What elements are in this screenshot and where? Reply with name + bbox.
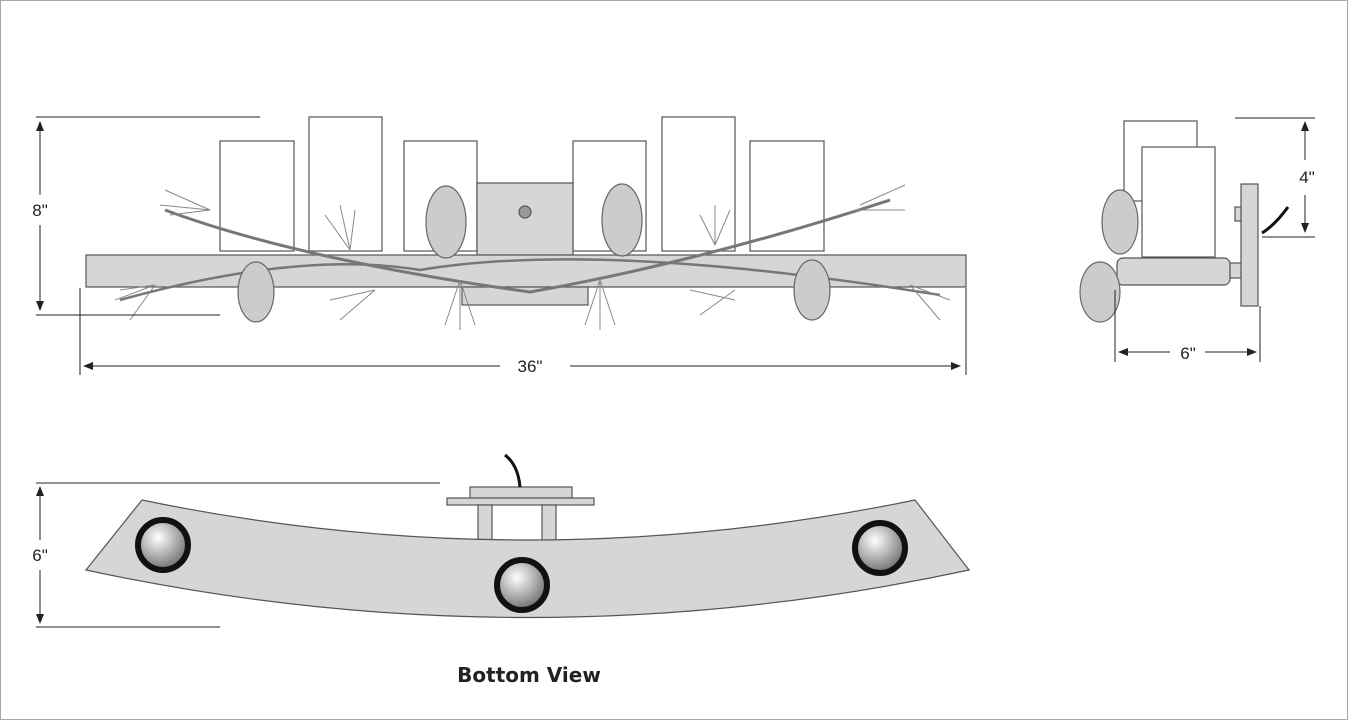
wire (504, 453, 522, 488)
side-bar (1116, 257, 1231, 286)
glass-shade (749, 140, 825, 252)
plate-screw (518, 205, 532, 219)
side-depth-label: 6" (1180, 344, 1196, 363)
wall-plate (1240, 183, 1259, 307)
glass-shade (219, 140, 295, 252)
pine-needles (114, 184, 951, 330)
bulb-socket (494, 557, 550, 613)
bottom-view-title: Bottom View (457, 663, 601, 687)
pine-cone (1101, 189, 1139, 255)
pine-branch (164, 198, 891, 294)
wire (1261, 206, 1290, 235)
bottom-view (84, 453, 971, 619)
bottom-depth-label: 6" (32, 546, 48, 565)
pine-cone (793, 259, 831, 321)
pine-cone (237, 261, 275, 323)
glass-shade (1141, 146, 1216, 258)
side-dimensions (1114, 117, 1315, 362)
bottom-dimensions (36, 482, 440, 628)
front-dimensions (36, 116, 967, 375)
pine-cone (601, 183, 643, 257)
mount-top (469, 486, 573, 499)
bulb-socket (852, 520, 908, 576)
side-height-label: 4" (1299, 168, 1315, 187)
front-height-label: 8" (32, 201, 48, 220)
mount-leg (477, 504, 493, 542)
pine-cone (1079, 261, 1121, 323)
pine-cone (425, 185, 467, 259)
glass-shade (661, 116, 736, 252)
front-view (85, 116, 967, 330)
mount-bracket (446, 497, 595, 506)
center-plate (476, 182, 574, 256)
lower-plate (461, 286, 589, 306)
front-width-label: 36" (518, 357, 543, 376)
side-view (1079, 120, 1290, 323)
plate-knob (1234, 206, 1242, 222)
mount-leg (541, 504, 557, 542)
bulb-socket (135, 517, 191, 573)
stem (1229, 262, 1243, 279)
